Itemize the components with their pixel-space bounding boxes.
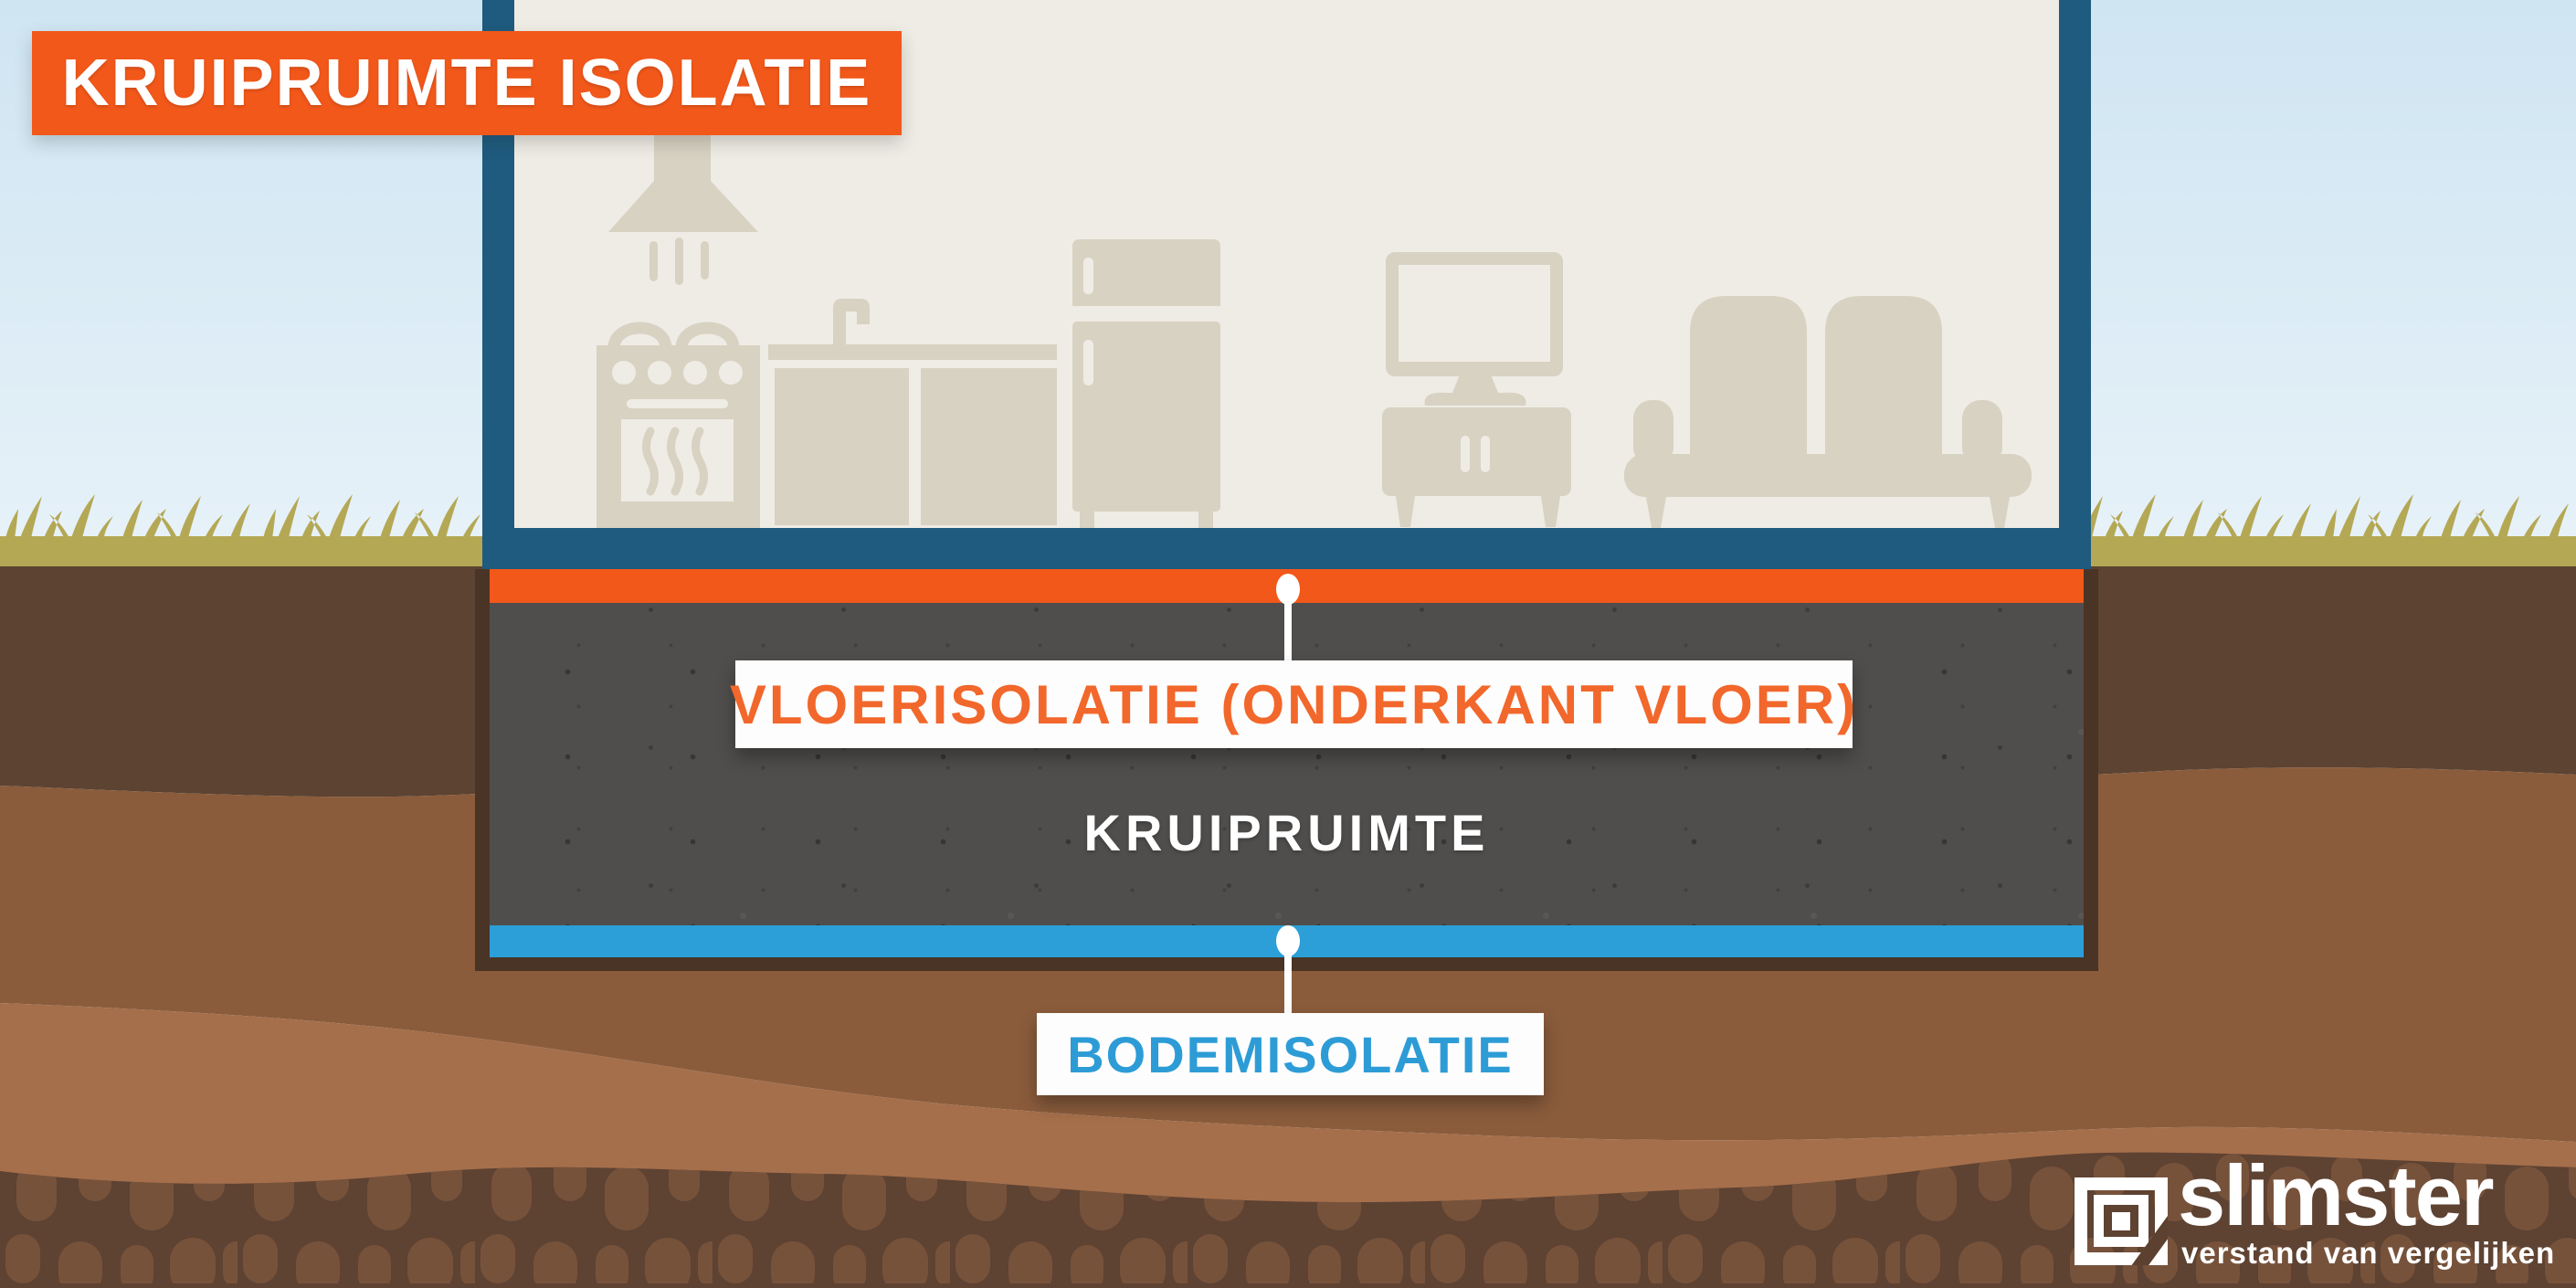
title-banner: KRUIPRUIMTE ISOLATIE xyxy=(32,31,902,135)
floor-insulation-marker-dot xyxy=(1276,574,1300,605)
house-floor xyxy=(482,528,2091,569)
logo-tagline: verstand van vergelijken xyxy=(2181,1236,2556,1270)
kitchen-counter-icon xyxy=(768,299,1057,525)
floor-insulation-label: VLOERISOLATIE (ONDERKANT VLOER) xyxy=(730,660,1855,748)
slimster-square-icon xyxy=(2075,1177,2168,1265)
floor-insulation-marker xyxy=(1284,589,1292,666)
tv-cabinet-icon xyxy=(1382,407,1571,527)
logo-brand: slimster xyxy=(2178,1147,2495,1243)
house-wall-right xyxy=(2059,0,2091,569)
bottom-insulation-marker-dot xyxy=(1276,925,1300,956)
title-banner-label: KRUIPRUIMTE ISOLATIE xyxy=(61,47,872,120)
stove-icon xyxy=(596,322,760,528)
bottom-insulation-label-text: BODEMISOLATIE xyxy=(1067,1025,1514,1083)
stones-layer xyxy=(0,1152,2576,1288)
floor-insulation-label-text: VLOERISOLATIE (ONDERKANT VLOER) xyxy=(729,673,1859,735)
fridge-icon xyxy=(1072,239,1220,528)
bottom-insulation-marker xyxy=(1284,941,1292,1018)
sofa-icon xyxy=(1624,296,2032,528)
range-hood-icon xyxy=(608,110,758,285)
tv-icon xyxy=(1386,252,1563,406)
bottom-insulation-label: BODEMISOLATIE xyxy=(1037,1013,1544,1095)
crawlspace-label: KRUIPRUIMTE xyxy=(1083,803,1490,861)
